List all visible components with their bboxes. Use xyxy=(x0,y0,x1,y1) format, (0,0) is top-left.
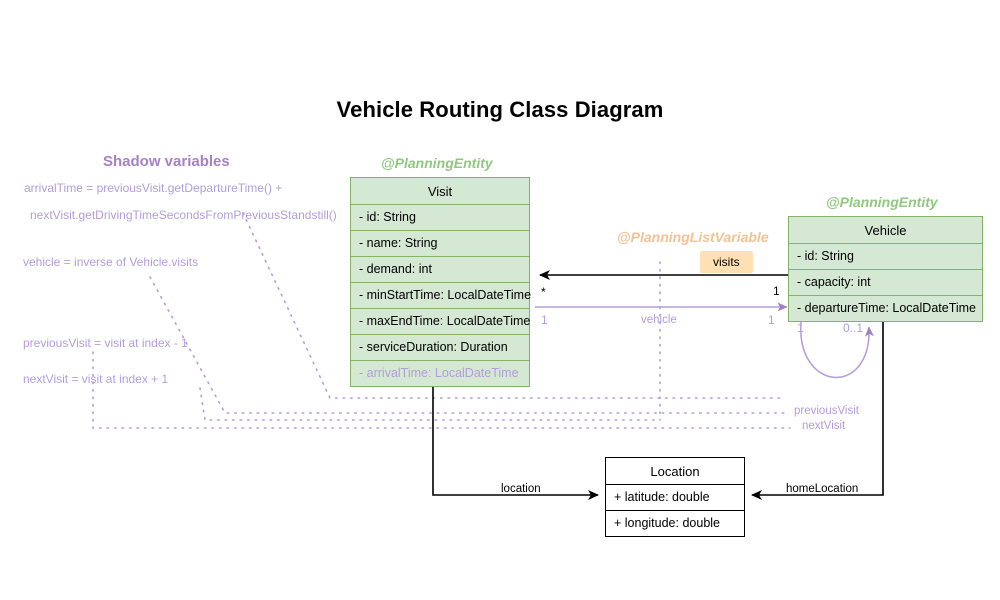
class-vehicle-attr-capacity: - capacity: int xyxy=(789,269,982,295)
multiplicity-selfloop-target: 0..1 xyxy=(843,321,864,335)
multiplicity-visits-target: * xyxy=(541,285,546,299)
stereotype-visit: @PlanningEntity xyxy=(381,155,493,171)
class-vehicle-attr-departuretime: - departureTime: LocalDateTime xyxy=(789,295,982,321)
class-visit-attr-minstarttime: - minStartTime: LocalDateTime xyxy=(351,282,531,308)
edge-location xyxy=(432,387,599,500)
shadow-variables-heading: Shadow variables xyxy=(103,153,230,170)
stereotype-vehicle: @PlanningEntity xyxy=(826,194,938,210)
edge-label-location: location xyxy=(501,483,541,495)
class-vehicle[interactable]: Vehicle - id: String - capacity: int - d… xyxy=(788,216,983,322)
class-visit-name: Visit xyxy=(427,183,453,199)
edge-label-visits: visits xyxy=(700,251,753,273)
edge-label-homelocation: homeLocation xyxy=(786,483,859,495)
stereotype-planning-list-variable: @PlanningListVariable xyxy=(617,229,769,245)
shadow-variable-arrivaltime-line2: nextVisit.getDrivingTimeSecondsFromPrevi… xyxy=(30,208,337,222)
class-visit-attr-name: - name: String xyxy=(351,230,529,256)
class-visit-attr-maxendtime: - maxEndTime: LocalDateTime xyxy=(351,308,530,334)
shadow-variable-nextvisit: nextVisit = visit at index + 1 xyxy=(23,372,169,386)
class-visit-attr-id: - id: String xyxy=(351,204,529,230)
edge-label-nextvisit: nextVisit xyxy=(802,420,846,432)
multiplicity-selfloop-source: 1 xyxy=(797,321,804,335)
class-vehicle-name: Vehicle xyxy=(864,222,907,238)
class-location-name: Location xyxy=(650,463,700,479)
multiplicity-vehicle-target: 1 xyxy=(768,313,775,327)
class-visit-attr-serviceduration: - serviceDuration: Duration xyxy=(351,334,529,360)
shadow-variable-vehicle: vehicle = inverse of Vehicle.visits xyxy=(23,255,199,269)
class-visit-attr-arrivaltime: - arrivalTime: LocalDateTime xyxy=(351,360,529,386)
multiplicity-vehicle-source: 1 xyxy=(541,313,548,327)
class-location-attr-latitude: + latitude: double xyxy=(606,484,744,510)
edge-label-vehicle: vehicle xyxy=(641,314,677,326)
class-location[interactable]: Location + latitude: double + longitude:… xyxy=(605,457,745,537)
class-visit-attr-demand: - demand: int xyxy=(351,256,529,282)
edge-label-previousvisit: previousVisit xyxy=(794,405,859,417)
shadow-variable-arrivaltime-line1: arrivalTime = previousVisit.getDeparture… xyxy=(24,181,283,195)
class-visit[interactable]: Visit - id: String - name: String - dema… xyxy=(350,177,531,387)
shadow-variable-previousvisit: previousVisit = visit at index - 1 xyxy=(23,336,188,350)
edge-visits xyxy=(539,240,794,280)
multiplicity-visits-source: 1 xyxy=(773,284,780,298)
page-title: Vehicle Routing Class Diagram xyxy=(336,97,664,122)
class-vehicle-attr-id: - id: String xyxy=(789,243,982,269)
class-location-attr-longitude: + longitude: double xyxy=(606,510,744,536)
